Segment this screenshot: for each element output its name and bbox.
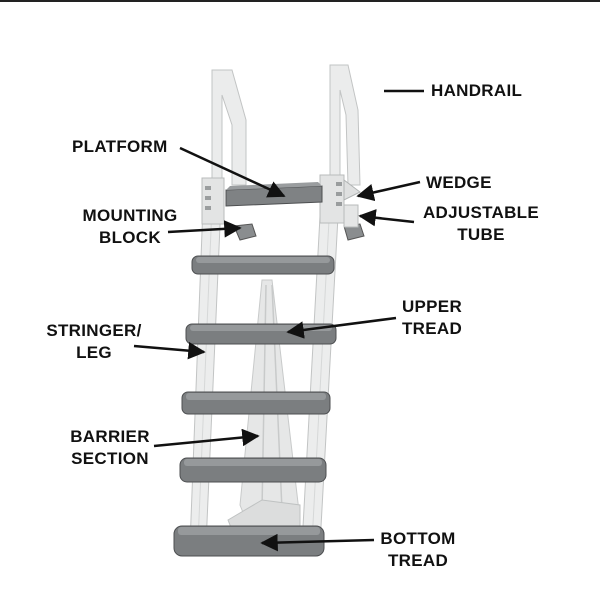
tread-1 [191,255,335,275]
adjustable-tube-shape [343,204,359,228]
mounting-block-label: MOUNTING BLOCK [82,206,178,247]
barrier-section-label: BARRIER SECTION [70,427,150,468]
upper-tread-leader [286,316,397,339]
adjustable-tube-leader [358,209,415,227]
left-side-block [201,177,225,225]
mounting-block-leader [167,220,242,238]
tread-5-bottom-tread [173,525,325,557]
top-border [0,0,600,2]
tread-4 [179,457,327,483]
platform-shape [225,182,323,207]
handrail-label: HANDRAIL [431,81,523,100]
stringer-leg-label: STRINGER/ LEG [46,321,142,362]
right-handrail [329,64,361,186]
upper-tread-label: UPPER TREAD [401,297,463,338]
left-stringer [189,179,223,546]
barrier-section-leader [153,428,260,448]
stringer-leader [133,341,206,360]
bottom-tread-label: BOTTOM TREAD [380,529,456,570]
mounting-block-left [233,223,257,241]
tread-2-upper-tread [185,323,337,345]
leader-lines [133,89,424,552]
wedge-leader [356,180,421,202]
right-stringer [301,179,341,546]
platform-label: PLATFORM [72,137,168,156]
bottom-tread-leader [260,533,375,552]
adjustable-tube-label: ADJUSTABLE TUBE [422,203,540,244]
tread-3 [181,391,331,415]
right-side-block [319,174,345,224]
wedge-shape [343,179,361,201]
platform-leader [179,146,286,198]
left-handrail [211,69,247,186]
wedge-label: WEDGE [426,173,492,192]
